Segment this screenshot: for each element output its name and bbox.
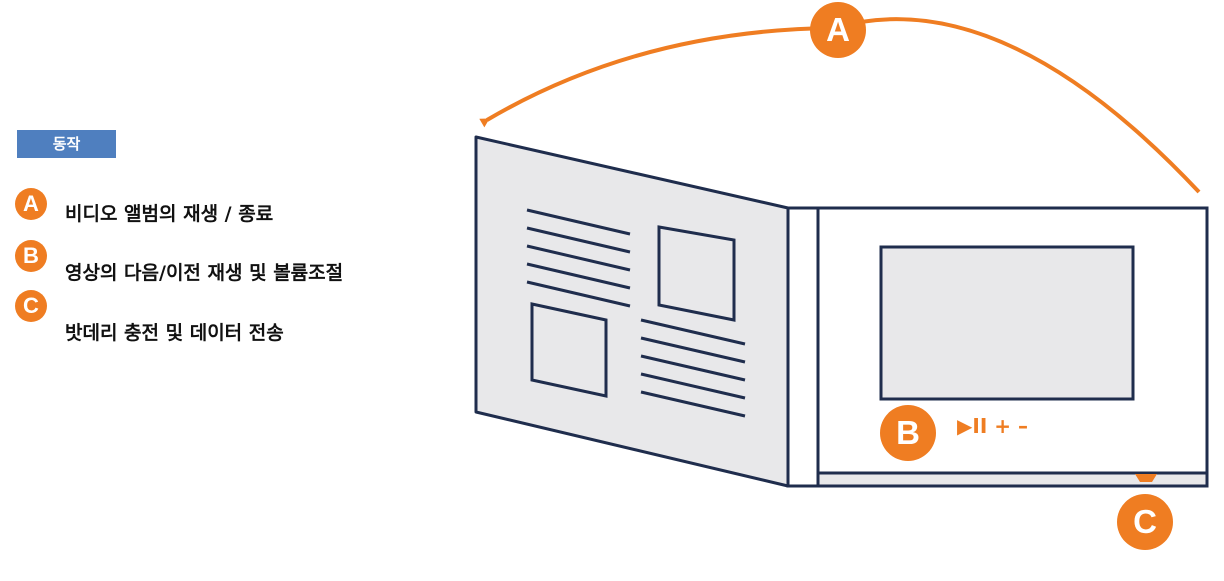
playback-volume-controls: ▶II + –	[957, 414, 1028, 438]
legend-header: 동작	[17, 130, 116, 158]
cover-text-lines	[526, 208, 746, 418]
diagram-badge-c: C	[1117, 494, 1173, 550]
legend-text-a: 비디오 앨범의 재생 / 종료	[65, 203, 274, 225]
diagram-badge-b: B	[880, 405, 936, 461]
cover-image-box-top	[657, 225, 736, 322]
video-screen	[879, 245, 1135, 401]
legend-text-c: 밧데리 충전 및 데이터 전송	[65, 322, 284, 344]
album-spine	[786, 206, 820, 488]
diagram-badge-a: A	[810, 2, 866, 58]
legend-badge-a: A	[15, 188, 47, 220]
cover-image-box-bottom	[530, 302, 608, 398]
legend-text-b: 영상의 다음/이전 재생 및 볼륨조절	[65, 262, 344, 284]
legend-badge-c: C	[15, 290, 47, 322]
legend-badge-b: B	[15, 240, 47, 272]
album-cover-panel	[474, 135, 790, 488]
charging-port	[1135, 474, 1157, 482]
device-bottom-edge	[816, 471, 1209, 488]
